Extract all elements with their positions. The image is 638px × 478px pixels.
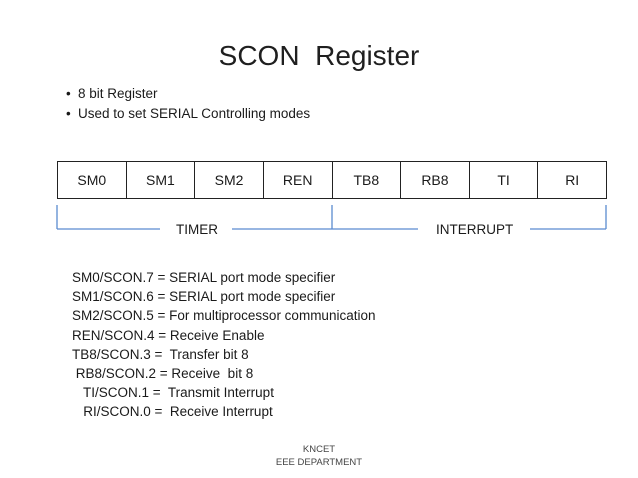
description-list: SM0/SCON.7 = SERIAL port mode specifier … xyxy=(72,268,375,422)
description-line: TB8/SCON.3 = Transfer bit 8 xyxy=(72,346,249,362)
bullet-item: 8 bit Register xyxy=(66,84,310,104)
bit-sm0: SM0 xyxy=(58,162,127,198)
bullet-item: Used to set SERIAL Controlling modes xyxy=(66,104,310,124)
timer-group-label: TIMER xyxy=(172,222,222,237)
description-line: REN/SCON.4 = Receive Enable xyxy=(72,327,265,343)
interrupt-group-label: INTERRUPT xyxy=(432,222,518,237)
footer-line-department: EEE DEPARTMENT xyxy=(275,457,363,468)
footer-line-college: KNCET xyxy=(302,444,336,455)
bit-ti: TI xyxy=(470,162,539,198)
description-line: SM0/SCON.7 = SERIAL port mode specifier xyxy=(72,270,336,285)
bit-ri: RI xyxy=(565,172,580,188)
bit-tb8: TB8 xyxy=(333,162,402,198)
description-line: SM1/SCON.6 = SERIAL port mode specifier xyxy=(72,289,336,305)
bit-rb8: RB8 xyxy=(401,162,470,198)
description-line: RI/SCON.0 = Receive Interrupt xyxy=(72,404,273,420)
description-line: TI/SCON.1 = Transmit Interrupt xyxy=(72,385,274,401)
bracket-lines xyxy=(56,205,607,230)
description-line: SM2/SCON.5 = For multiprocessor communic… xyxy=(72,308,376,324)
bullet-list: 8 bit Register Used to set SERIAL Contro… xyxy=(66,84,310,124)
bit-sm2: SM2 xyxy=(195,162,264,198)
bit-ren: REN xyxy=(264,162,333,198)
scon-register-table: SM0 SM1 SM2 REN TB8 RB8 TI RI xyxy=(57,161,607,199)
page-title: SCON Register xyxy=(218,40,420,71)
bit-sm1: SM1 xyxy=(127,162,196,198)
description-line: RB8/SCON.2 = Receive bit 8 xyxy=(72,366,254,382)
footer: KNCET EEE DEPARTMENT xyxy=(0,443,638,469)
